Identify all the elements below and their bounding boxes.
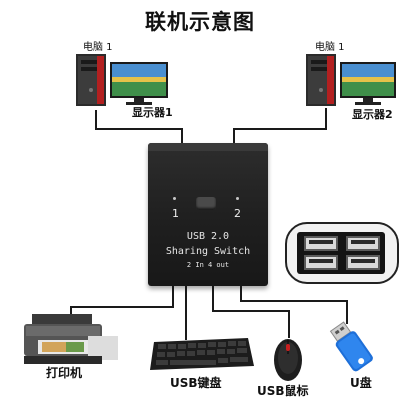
usb-port-icon	[304, 255, 338, 270]
cable-pc1-horizontal	[95, 128, 183, 130]
keyboard-label: USB键盘	[170, 376, 222, 390]
port2-led	[236, 197, 239, 200]
cable-drive-horizontal	[240, 300, 348, 302]
pc-left-image	[76, 54, 168, 106]
switch-button[interactable]	[196, 197, 216, 210]
cable-mouse-drop	[288, 310, 290, 338]
printer-icon	[24, 314, 118, 364]
pc-right-label: 电脑 1	[315, 42, 345, 53]
pc-right-image	[306, 54, 396, 106]
usb-port-icon	[304, 236, 338, 251]
port2-label: 2	[234, 207, 241, 220]
cable-pc2-to-switch	[233, 128, 235, 144]
cable-mouse-horizontal	[212, 310, 290, 312]
cable-pc2-horizontal	[233, 128, 327, 130]
cable-keyboard	[185, 286, 187, 340]
monitor-icon	[110, 62, 168, 105]
cable-mouse-vertical	[212, 286, 214, 312]
cable-printer-horizontal	[70, 306, 174, 308]
flash-drive-label: U盘	[350, 376, 372, 390]
printer-label: 打印机	[46, 366, 83, 380]
cable-pc2-vertical	[325, 108, 327, 130]
cable-printer-drop	[70, 306, 72, 316]
switch-text-line2: Sharing Switch	[165, 246, 251, 257]
mouse-label: USB鼠标	[257, 384, 309, 398]
usb-port-icon	[346, 255, 380, 270]
usb-port-icon	[346, 236, 380, 251]
monitor-right-label: 显示器2	[352, 108, 393, 121]
keyboard-icon	[150, 338, 254, 370]
flash-drive-icon	[329, 321, 373, 372]
switch-text-line1: USB 2.0	[186, 231, 230, 242]
cable-pc1-to-switch	[181, 128, 183, 144]
cable-pc1-vertical	[95, 110, 97, 130]
mouse-icon	[274, 339, 302, 381]
usb-sharing-switch: 1 2 USB 2.0 Sharing Switch 2 In 4 out	[148, 143, 268, 286]
pc-left-label: 电脑 1	[83, 42, 113, 53]
monitor-left-label: 显示器1	[132, 106, 173, 119]
computer-tower-icon	[76, 54, 106, 106]
monitor-icon	[340, 62, 396, 105]
port1-led	[173, 197, 176, 200]
computer-tower-icon	[306, 54, 336, 106]
port1-label: 1	[172, 207, 179, 220]
diagram-title: 联机示意图	[145, 10, 255, 34]
usb-ports-detail	[285, 222, 399, 284]
cable-drive-vertical	[240, 286, 242, 302]
cable-drive-drop	[346, 300, 348, 324]
cable-printer-vertical	[172, 286, 174, 308]
switch-text-line3: 2 In 4 out	[186, 261, 230, 269]
